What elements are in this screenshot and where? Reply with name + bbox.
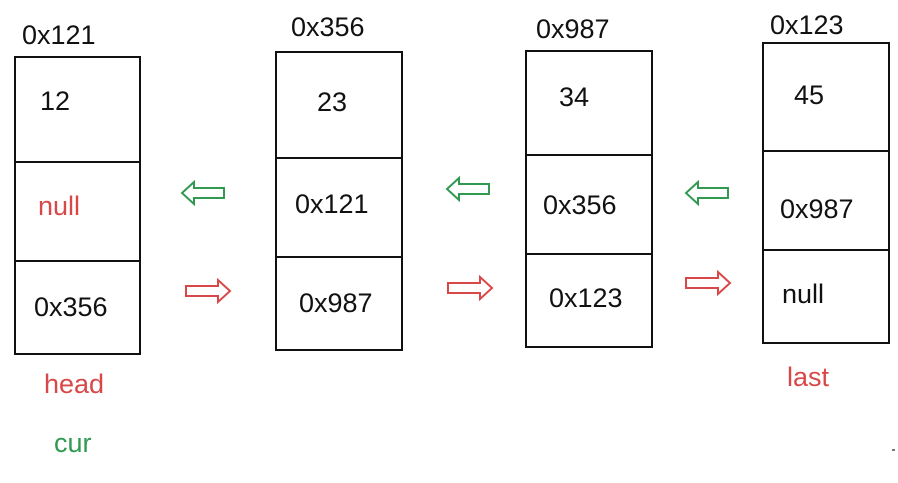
- node-0-next: 0x356: [34, 292, 108, 322]
- node-1-next: 0x987: [299, 288, 373, 318]
- head-pointer-label: head: [44, 369, 105, 399]
- node-0-next-cell: 0x356: [16, 260, 139, 353]
- node-1-prev: 0x121: [295, 189, 369, 219]
- node-1-value-cell: 23: [277, 53, 401, 157]
- node-2-value: 34: [559, 82, 590, 112]
- node-1-prev-cell: 0x121: [277, 157, 401, 256]
- node-2-next: 0x123: [549, 283, 623, 313]
- outline-left-arrow-icon: [445, 176, 490, 202]
- node-3-address: 0x123: [770, 10, 844, 40]
- node-1: 23 0x121 0x987: [275, 51, 403, 351]
- node-3-next: null: [782, 279, 825, 309]
- node-0-prev: null: [38, 191, 81, 221]
- node-2-next-cell: 0x123: [527, 253, 651, 346]
- node-3-prev: 0x987: [780, 194, 854, 224]
- node-0-address: 0x121: [22, 20, 96, 50]
- node-3-value-cell: 45: [764, 44, 888, 150]
- node-3-next-cell: null: [764, 249, 888, 342]
- node-1-value: 23: [317, 87, 348, 117]
- node-2: 34 0x356 0x123: [525, 50, 653, 348]
- outline-left-arrow-icon: [684, 180, 729, 206]
- node-1-address: 0x356: [291, 12, 365, 42]
- outline-left-arrow-icon: [180, 180, 225, 206]
- node-0-prev-cell: null: [16, 161, 139, 260]
- node-0: 12 null 0x356: [14, 56, 141, 355]
- node-2-prev-cell: 0x356: [527, 154, 651, 253]
- node-3-value: 45: [794, 80, 825, 110]
- node-3-prev-cell: 0x987: [764, 150, 888, 249]
- last-pointer-label: last: [787, 362, 830, 392]
- node-2-prev: 0x356: [543, 190, 617, 220]
- node-3: 45 0x987 null: [762, 42, 890, 344]
- node-0-value: 12: [40, 86, 71, 116]
- outline-right-arrow-icon: [185, 278, 232, 304]
- outline-right-arrow-icon: [685, 270, 732, 296]
- node-1-next-cell: 0x987: [277, 256, 401, 349]
- node-0-value-cell: 12: [16, 58, 139, 161]
- stray-mark: [892, 449, 895, 451]
- cur-pointer-label: cur: [54, 428, 92, 458]
- outline-right-arrow-icon: [447, 275, 494, 301]
- node-2-value-cell: 34: [527, 52, 651, 154]
- node-2-address: 0x987: [536, 14, 610, 44]
